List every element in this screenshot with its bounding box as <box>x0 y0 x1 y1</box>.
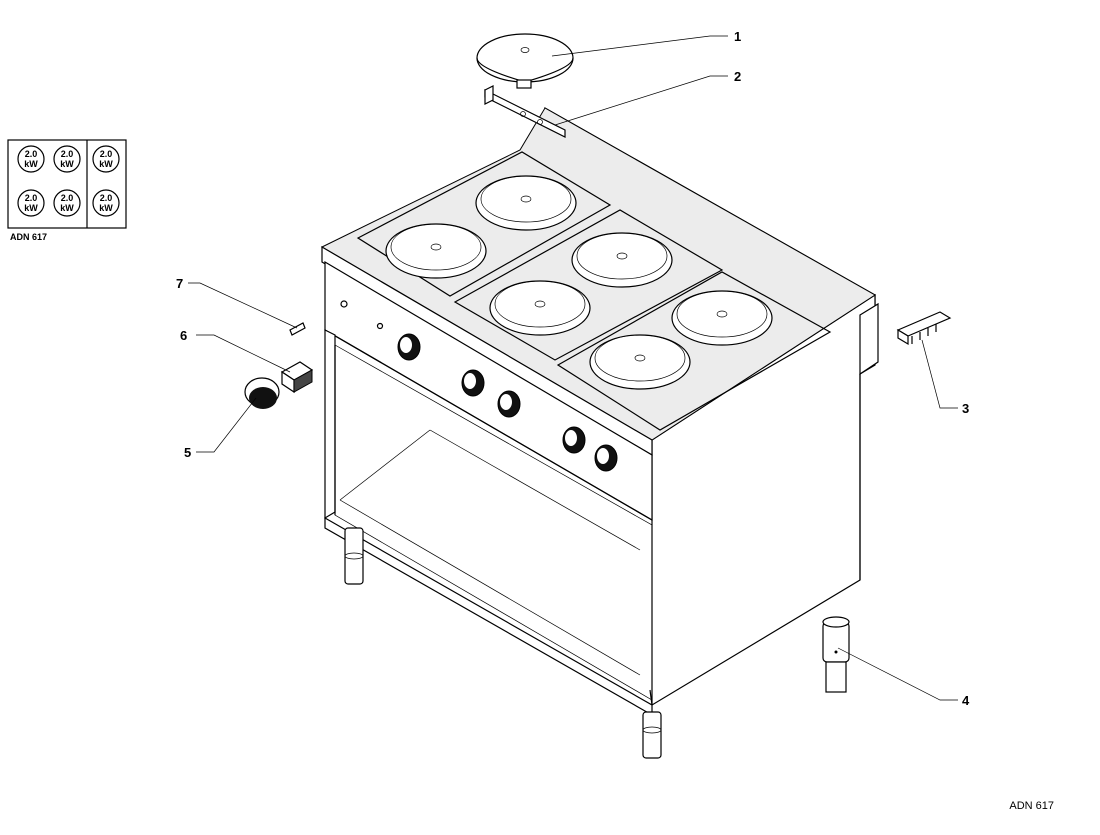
legend-cell: 2.0 kW <box>17 145 45 173</box>
svg-text:2.0: 2.0 <box>100 149 113 159</box>
power-legend: 2.0 kW 2.0 kW 2.0 kW 2.0 kW 2.0 kW 2.0 k… <box>7 139 127 242</box>
callout-6: 6 <box>180 328 187 343</box>
part-indicator-lamp <box>289 322 306 336</box>
legend-cell: 2.0 kW <box>53 189 81 217</box>
part-switch <box>280 361 314 394</box>
callout-5: 5 <box>184 445 191 460</box>
range-body <box>320 106 879 759</box>
callout-labels: 1 2 3 4 5 6 7 <box>176 29 970 708</box>
hotplate <box>671 290 773 346</box>
svg-text:kW: kW <box>24 159 38 169</box>
callout-1: 1 <box>734 29 741 44</box>
legend-cell: 2.0 kW <box>17 189 45 217</box>
model-label: ADN 617 <box>10 232 47 242</box>
indicator-light <box>340 300 384 330</box>
legend-cell: 2.0 kW <box>92 189 120 217</box>
svg-text:kW: kW <box>99 203 113 213</box>
legend-cell: 2.0 kW <box>53 145 81 173</box>
hotplate <box>489 280 591 336</box>
part-knob <box>244 377 280 409</box>
callout-4: 4 <box>962 693 970 708</box>
part-hotplate-exploded <box>476 33 574 89</box>
callout-7: 7 <box>176 276 183 291</box>
legend-cell: 2.0 kW <box>92 145 120 173</box>
svg-text:2.0: 2.0 <box>100 193 113 203</box>
control-knob <box>397 333 421 361</box>
hotplate <box>589 334 691 390</box>
callout-2: 2 <box>734 69 741 84</box>
svg-text:2.0: 2.0 <box>61 149 74 159</box>
svg-text:2.0: 2.0 <box>25 193 38 203</box>
svg-text:kW: kW <box>60 159 74 169</box>
control-knob <box>461 369 485 397</box>
svg-text:kW: kW <box>99 159 113 169</box>
hotplate <box>571 232 673 288</box>
hotplate <box>475 175 577 231</box>
svg-text:kW: kW <box>24 203 38 213</box>
callout-3: 3 <box>962 401 969 416</box>
control-knob <box>497 390 521 418</box>
part-terminal-block <box>896 311 952 346</box>
control-knob <box>594 444 618 472</box>
leader-lines <box>188 35 958 701</box>
part-foot <box>822 616 850 693</box>
svg-text:2.0: 2.0 <box>25 149 38 159</box>
hotplate <box>385 223 487 279</box>
part-bracket <box>484 85 566 138</box>
control-knob <box>562 426 586 454</box>
svg-text:kW: kW <box>60 203 74 213</box>
footer-model-code: ADN 617 <box>1009 800 1054 812</box>
svg-text:2.0: 2.0 <box>61 193 74 203</box>
